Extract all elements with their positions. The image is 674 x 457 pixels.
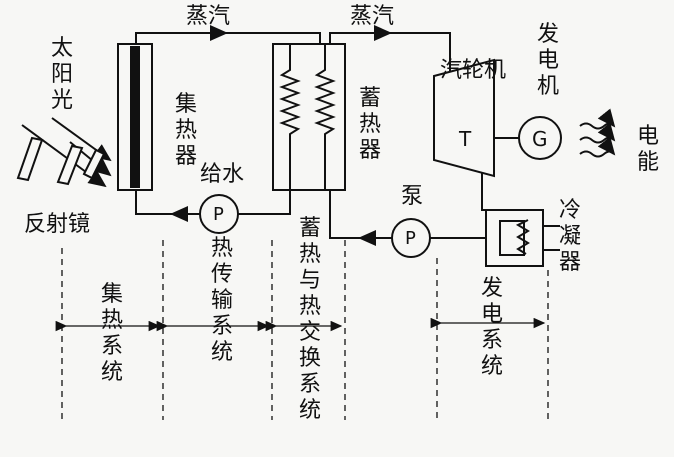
- collector-tube: [130, 46, 140, 188]
- exhaust-pipe: [481, 173, 486, 211]
- power-wave-3: [579, 136, 616, 158]
- reflector-mirror-2: [56, 144, 84, 186]
- storage-label: 蓄热器: [358, 86, 381, 163]
- sunlight-label: 太阳光: [50, 36, 73, 113]
- storage-coil-left: [279, 44, 301, 190]
- system-heat-collection: 集热系统: [100, 282, 123, 385]
- condenser-coil: [515, 219, 530, 255]
- electricity-label: 电能: [636, 124, 659, 175]
- feedwater-label: 给水: [200, 162, 245, 187]
- power-wave-1: [579, 108, 616, 130]
- turbine-group-label: 汽轮机: [440, 58, 507, 83]
- system-power-generation: 发电系统: [480, 276, 503, 379]
- condenser-outer: [485, 209, 544, 267]
- feedwater-pipe-left: [135, 190, 200, 215]
- reflector-mirror-3: [82, 148, 106, 180]
- feedwater-pipe-right: [238, 190, 291, 215]
- reflector-label: 反射镜: [24, 212, 91, 237]
- turbine-shape: [433, 58, 495, 178]
- return-pipe: [329, 190, 392, 239]
- generator-letter: G: [532, 127, 548, 151]
- turbine-letter: T: [459, 127, 472, 151]
- pump-label: 泵: [401, 184, 424, 209]
- system-storage-exchange: 蓄热与热交换系统: [298, 216, 321, 423]
- system-heat-transfer: 热传输系统: [210, 236, 233, 365]
- generator-circle: [518, 116, 562, 160]
- power-wave-2: [579, 122, 616, 144]
- pump-letter-1: P: [213, 204, 224, 225]
- generator-group-label: 发电机: [536, 22, 559, 99]
- storage-coil-right: [314, 44, 336, 190]
- condenser-label: 冷凝器: [558, 198, 581, 275]
- pump-letter-2: P: [405, 228, 416, 249]
- steam-label-right: 蒸汽: [350, 4, 395, 29]
- steam-pipe-1: [135, 32, 321, 44]
- collector-label: 集热器: [174, 92, 197, 169]
- steam-pipe-2: [329, 32, 451, 76]
- reflector-mirror-1: [16, 136, 44, 182]
- storage-box: [272, 43, 346, 191]
- condenser-inner: [499, 220, 525, 256]
- steam-label-left: 蒸汽: [186, 4, 231, 29]
